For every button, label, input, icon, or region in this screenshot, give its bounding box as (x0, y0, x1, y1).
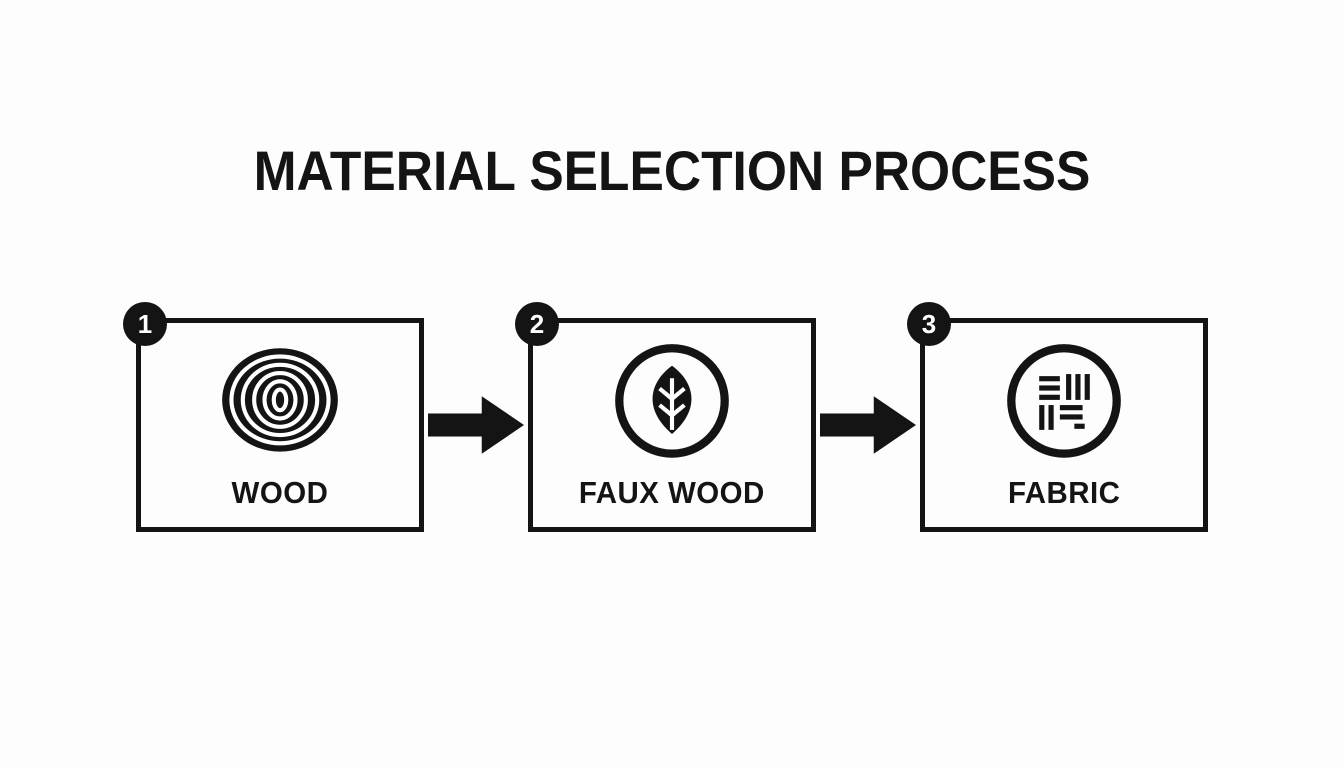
step-box-faux-wood: 2 FAUX WOOD (515, 302, 816, 532)
step-number-badge: 3 (907, 302, 951, 346)
step-label: FABRIC (1007, 475, 1121, 510)
step-box-wood: 1 WOOD (123, 302, 424, 532)
arrow-right-icon (425, 318, 527, 532)
leaf-icon (615, 344, 729, 458)
step-label: FAUX WOOD (579, 475, 765, 510)
page-title: MATERIAL SELECTION PROCESS (253, 139, 1091, 202)
process-flow: 1 WOOD 2 (0, 302, 1344, 532)
arrow-right-icon (817, 318, 919, 532)
step-number-badge: 1 (123, 302, 167, 346)
step-number-badge: 2 (515, 302, 559, 346)
fabric-weave-icon (1007, 344, 1121, 458)
wood-grain-icon (222, 348, 338, 452)
step-label: WOOD (231, 475, 329, 510)
step-box-fabric: 3 FABRIC (907, 302, 1208, 532)
